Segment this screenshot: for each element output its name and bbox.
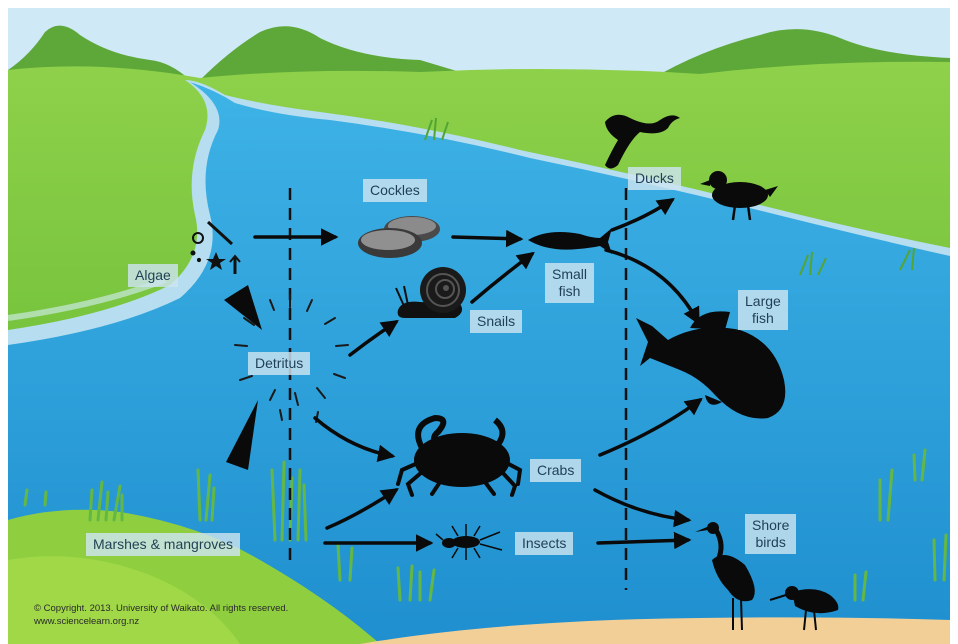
marshes-mangroves-label: Marshes & mangroves [86,533,240,556]
cockles-label: Cockles [363,179,427,202]
small-fish-label: Small fish [545,263,594,303]
large-fish-label: Large fish [738,290,788,330]
crabs-label: Crabs [530,459,581,482]
ducks-label: Ducks [628,167,681,190]
snails-label: Snails [470,310,522,333]
detritus-label: Detritus [248,352,310,375]
insects-label: Insects [515,532,573,555]
copyright-text: © Copyright. 2013. University of Waikato… [34,603,288,614]
shore-birds-label: Shore birds [745,514,796,554]
algae-label: Algae [128,264,178,287]
website-text: www.sciencelearn.org.nz [34,616,139,627]
